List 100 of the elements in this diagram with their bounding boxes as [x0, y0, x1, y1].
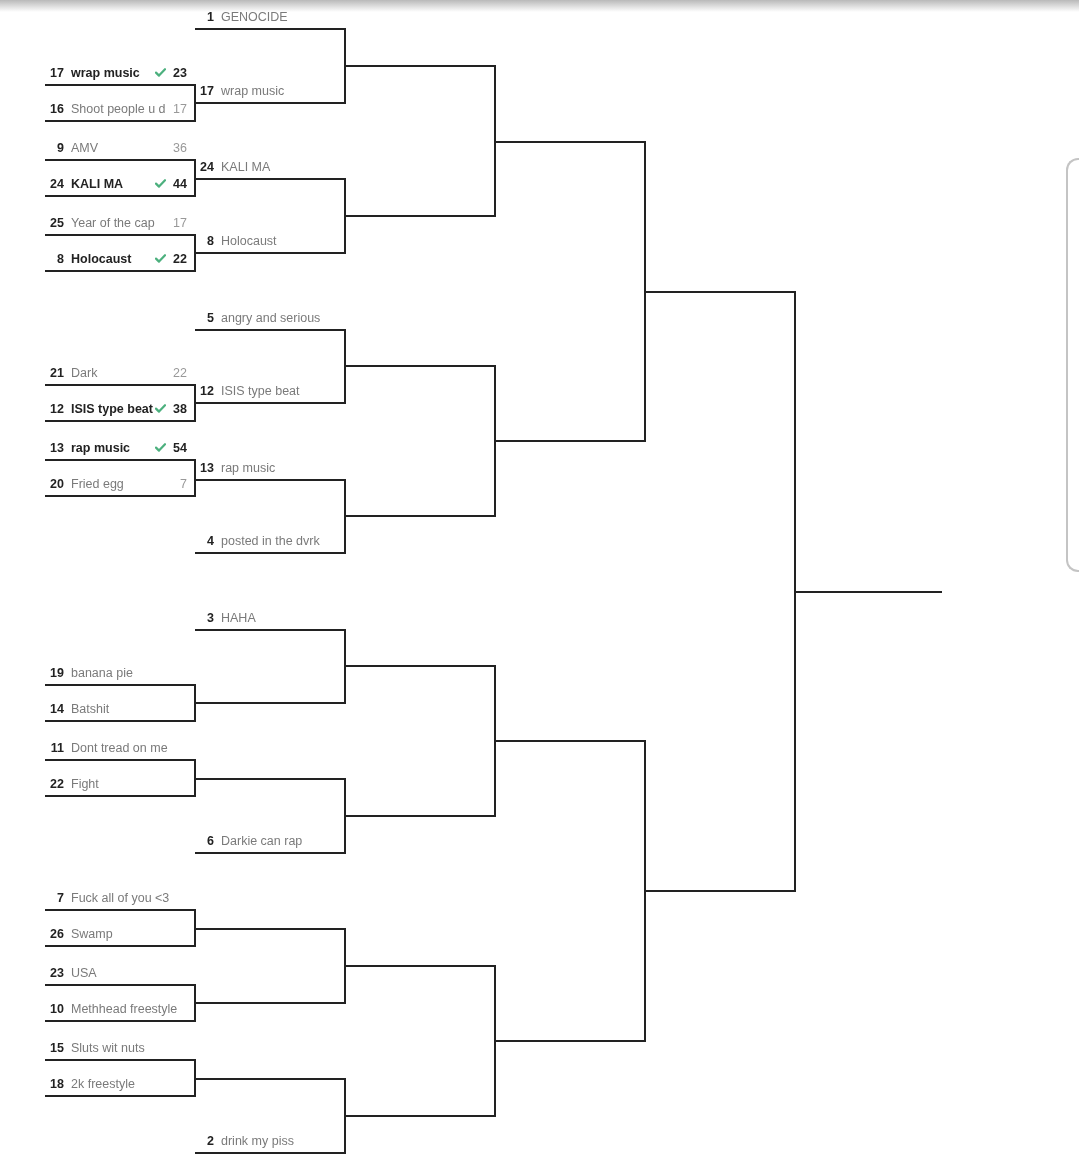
- bracket-connector: [194, 1002, 196, 1022]
- seed-number: 6: [207, 833, 214, 849]
- entry-name: Shoot people u d: [71, 101, 166, 117]
- entry-name: Darkie can rap: [221, 833, 303, 849]
- entry-name: Holocaust: [221, 233, 277, 249]
- seed-number: 10: [50, 1001, 64, 1017]
- score: 7: [180, 476, 187, 492]
- entry-name: ISIS type beat: [71, 401, 153, 417]
- bracket-connector: [344, 778, 346, 817]
- score: 23: [173, 65, 187, 81]
- entry-name: Batshit: [71, 701, 110, 717]
- bracket-connector: [344, 178, 346, 217]
- bracket-connector: [344, 28, 346, 67]
- bracket-connector: [344, 65, 346, 104]
- bracket-connector: [194, 984, 196, 1004]
- score: 22: [173, 365, 187, 381]
- bracket-connector: [344, 1115, 346, 1154]
- seed-number: 8: [207, 233, 214, 249]
- bracket-connector: [494, 740, 496, 817]
- bracket-connector: [194, 928, 196, 947]
- entry-name: KALI MA: [221, 159, 271, 175]
- seed-number: 23: [50, 965, 64, 981]
- entry-name: rap music: [71, 440, 131, 456]
- entry-name: Sluts wit nuts: [71, 1040, 145, 1056]
- bracket-connector: [794, 291, 796, 593]
- entry-name: wrap music: [221, 83, 285, 99]
- entry-name: Holocaust: [71, 251, 132, 267]
- bracket-connector: [344, 479, 346, 517]
- bracket-connector: [194, 759, 196, 780]
- seed-number: 14: [50, 701, 64, 717]
- seed-number: 19: [50, 665, 64, 681]
- entry-name: AMV: [71, 140, 99, 156]
- bracket-connector: [194, 459, 196, 481]
- bracket-connector: [194, 84, 196, 104]
- seed-number: 26: [50, 926, 64, 942]
- bracket-connector: [194, 684, 196, 704]
- bracket-connector: [194, 384, 196, 404]
- seed-number: 4: [207, 533, 214, 549]
- bracket-connector: [494, 141, 496, 217]
- seed-number: 16: [50, 101, 64, 117]
- bracket-connector: [344, 365, 346, 404]
- bracket-connector: [194, 1059, 196, 1080]
- score: 44: [173, 176, 187, 192]
- score: 36: [173, 140, 187, 156]
- seed-number: 24: [50, 176, 64, 192]
- seed-number: 3: [207, 610, 214, 626]
- bracket-connector: [344, 329, 346, 367]
- seed-number: 11: [50, 740, 64, 756]
- bracket-connector: [644, 740, 646, 892]
- bracket-connector: [344, 515, 346, 554]
- bracket-connector: [194, 479, 196, 497]
- entry-name: ISIS type beat: [221, 383, 300, 399]
- bracket-connector: [644, 291, 646, 442]
- entry-name: Methhead freestyle: [71, 1001, 178, 1017]
- entry-name: angry and serious: [221, 310, 321, 326]
- bracket-connector: [344, 629, 346, 667]
- entry-name: posted in the dvrk: [221, 533, 320, 549]
- seed-number: 8: [57, 251, 64, 267]
- entry-name: Fried egg: [71, 476, 124, 492]
- bracket-connector: [494, 665, 496, 742]
- entry-name: Dark: [71, 365, 98, 381]
- bracket-connector: [494, 965, 496, 1042]
- entry-name: drink my piss: [221, 1133, 294, 1149]
- score: 17: [173, 101, 187, 117]
- entry-name: rap music: [221, 460, 276, 476]
- entry-name: Dont tread on me: [71, 740, 168, 756]
- bracket-connector: [194, 234, 196, 254]
- bracket-connector: [194, 778, 196, 797]
- seed-number: 5: [207, 310, 214, 326]
- score: 38: [173, 401, 187, 417]
- bracket-connector: [344, 1078, 346, 1117]
- entry-name: Fight: [71, 776, 99, 792]
- seed-number: 1: [207, 9, 214, 25]
- entry-name: banana pie: [71, 665, 133, 681]
- entry-name: GENOCIDE: [221, 9, 288, 25]
- score: 22: [173, 251, 187, 267]
- seed-number: 12: [50, 401, 64, 417]
- bracket-connector: [344, 815, 346, 854]
- entry-name: KALI MA: [71, 176, 124, 192]
- bracket-connector: [194, 252, 196, 272]
- bracket-connector: [194, 178, 196, 197]
- bracket-connector: [644, 141, 646, 293]
- seed-number: 24: [200, 159, 214, 175]
- seed-number: 18: [50, 1076, 64, 1092]
- bracket-connector: [494, 440, 496, 517]
- bracket-connector: [194, 402, 196, 422]
- seed-number: 25: [50, 215, 64, 231]
- seed-number: 9: [57, 140, 64, 156]
- seed-number: 12: [200, 383, 214, 399]
- bracket-connector: [194, 702, 196, 722]
- entry-name: HAHA: [221, 610, 256, 626]
- bracket-connector: [494, 365, 496, 442]
- seed-number: 2: [207, 1133, 214, 1149]
- seed-number: 7: [57, 890, 64, 906]
- bracket-connector: [494, 1040, 496, 1117]
- bracket-connector: [344, 928, 346, 967]
- seed-number: 22: [50, 776, 64, 792]
- bracket-connector: [494, 65, 496, 143]
- bracket-connector: [344, 665, 346, 704]
- bracket-connector: [794, 591, 796, 892]
